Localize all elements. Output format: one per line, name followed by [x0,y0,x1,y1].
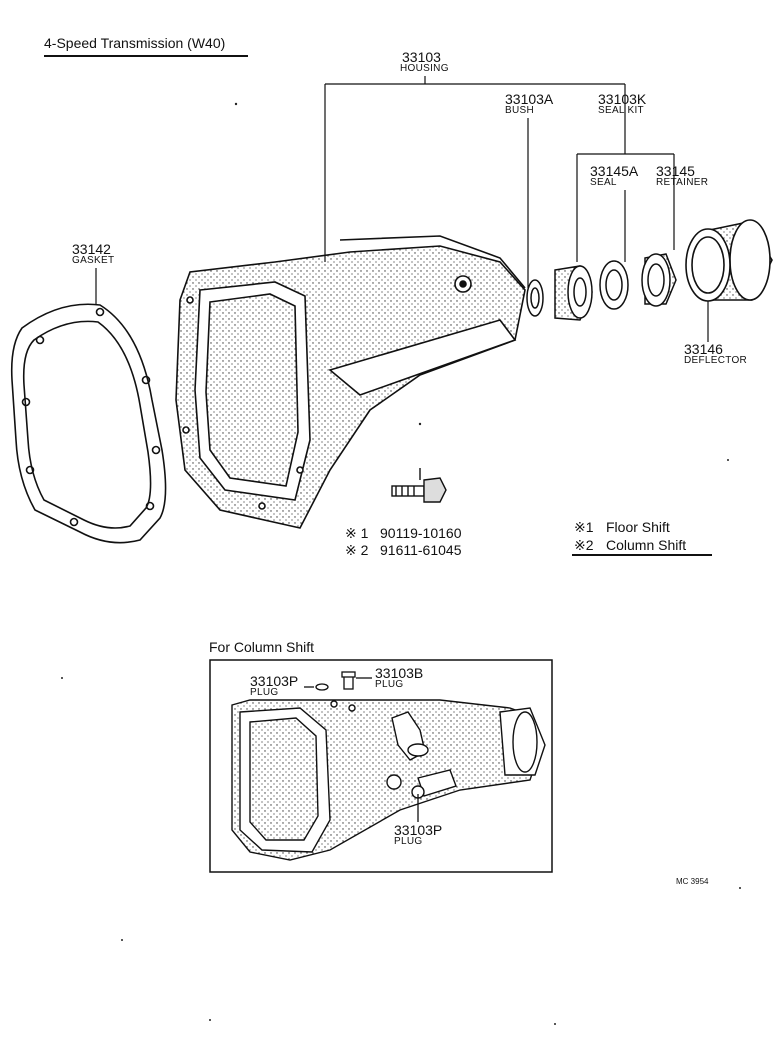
inset-frame [209,659,553,873]
inset-plugs-drawing [304,671,419,822]
seal-part-number: 33145A [590,163,639,179]
seal-label: SEAL [590,177,617,188]
retainer-drawing [641,253,677,307]
legend-mark-2: ※2 [574,537,594,553]
gasket-drawing [10,303,167,544]
plug-p-top-label: PLUG [250,687,279,698]
bush-drawing [526,279,544,317]
bush-part-number: 33103A [505,91,554,107]
housing-bracket [95,76,709,342]
scan-specks [61,102,741,1025]
seal-ring-drawing [599,260,629,310]
deflector-part-number: 33146 [684,341,723,357]
housing-drawing [175,235,526,529]
plug-p-bottom-part-number: 33103P [394,822,443,838]
bolt-2-number: 91611-61045 [380,542,462,558]
deflector-drawing [685,219,773,302]
inset-title: For Column Shift [209,639,315,655]
housing-label: HOUSING [400,63,449,74]
bolt-drawing [391,468,447,503]
retainer-label: RETAINER [656,177,709,188]
plug-b-label: PLUG [375,679,404,690]
seal-drawing [554,265,593,321]
inset-housing-drawing [231,699,546,861]
gasket-part-number: 33142 [72,241,111,257]
plug-p-top-part-number: 33103P [250,673,299,689]
seal-kit-label: SEAL KIT [598,105,644,116]
legend-text-1: Floor Shift [606,519,670,535]
diagram-title: 4-Speed Transmission (W40) [44,35,226,51]
gasket-label: GASKET [72,255,115,266]
drawing-code: MC 3954 [676,877,709,886]
legend-mark-1: ※1 [574,519,594,535]
deflector-label: DEFLECTOR [684,355,748,366]
bolt-1-number: 90119-10160 [380,525,462,541]
bush-label: BUSH [505,105,534,116]
retainer-part-number: 33145 [656,163,695,179]
seal-kit-part-number: 33103K [598,91,647,107]
plug-p-bottom-label: PLUG [394,836,423,847]
plug-b-part-number: 33103B [375,665,424,681]
bolt-2-mark: ※ 2 [345,542,369,558]
housing-part-number: 33103 [402,49,441,65]
bolt-1-mark: ※ 1 [345,525,369,541]
legend-text-2: Column Shift [606,537,687,553]
